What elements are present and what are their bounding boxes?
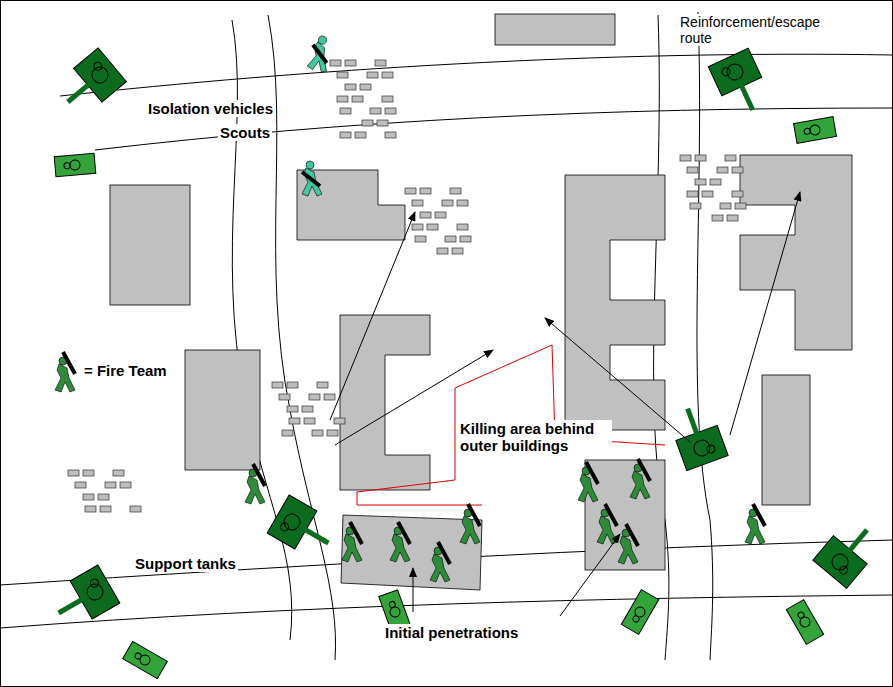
vehicle-label: Isolation vehicles bbox=[146, 100, 275, 117]
route-label: Reinforcement/escape route bbox=[678, 14, 822, 46]
scout-label: Scouts bbox=[218, 124, 272, 141]
area-label: Killing area behind outer buildings bbox=[458, 420, 612, 455]
tank-label: Support tanks bbox=[133, 555, 238, 572]
legend-text: = Fire Team bbox=[82, 362, 169, 379]
penetration-label: Initial penetrations bbox=[383, 624, 520, 641]
